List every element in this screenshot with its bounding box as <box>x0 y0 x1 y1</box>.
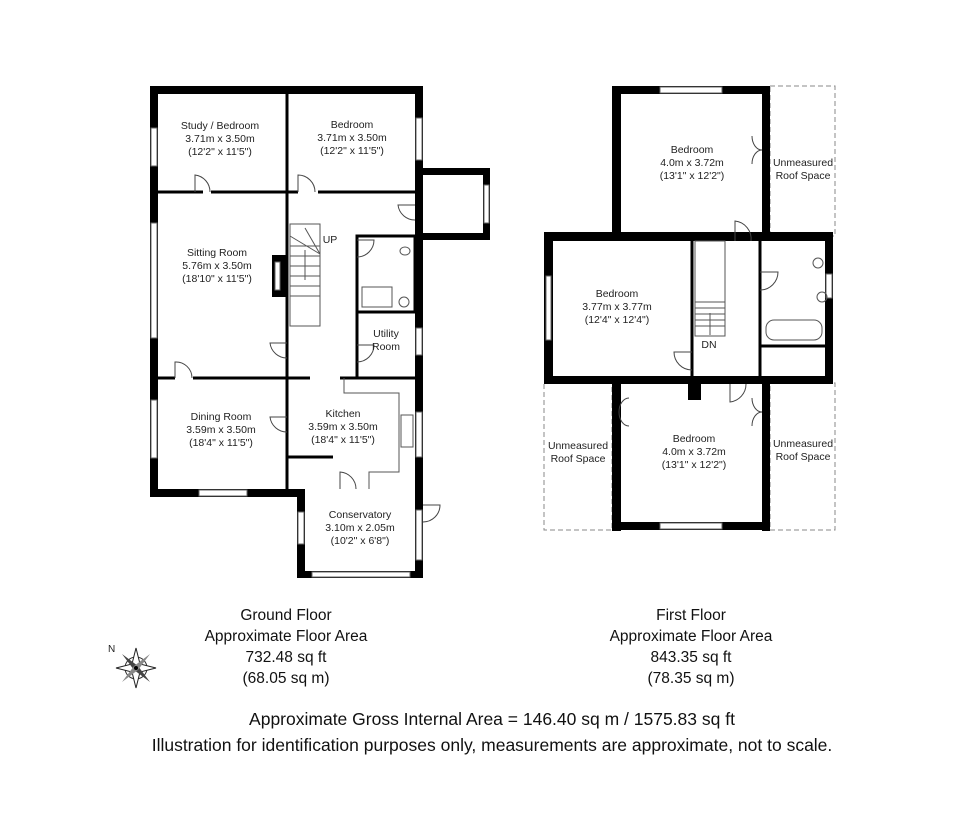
room-dining-room: Dining Room 3.59m x 3.50m (18'4" x 11'5"… <box>186 411 256 449</box>
disclaimer-text: Illustration for identification purposes… <box>152 735 833 755</box>
roof-space-label: Unmeasured <box>773 438 833 450</box>
floor-area-sqm: (68.05 sq m) <box>242 670 329 687</box>
roof-space-label: Roof Space <box>776 451 831 463</box>
room-dimensions-metric: 3.71m x 3.50m <box>317 132 387 144</box>
room-dimensions-metric: 3.59m x 3.50m <box>308 421 378 433</box>
room-conservatory: Conservatory 3.10m x 2.05m (10'2" x 6'8"… <box>325 509 395 547</box>
first-floor-summary: First Floor Approximate Floor Area 843.3… <box>610 607 773 687</box>
room-dimensions-metric: 3.59m x 3.50m <box>186 424 256 436</box>
roof-space-label: Unmeasured <box>548 440 608 452</box>
room-dimensions-metric: 4.0m x 3.72m <box>662 446 726 458</box>
room-study-bedroom: Study / Bedroom 3.71m x 3.50m (12'2" x 1… <box>181 120 259 158</box>
roof-space-label: Roof Space <box>551 453 606 465</box>
floor-title: Ground Floor <box>240 607 331 624</box>
room-name: Kitchen <box>325 408 360 420</box>
floor-area-sqft: 732.48 sq ft <box>245 649 327 666</box>
room-dimensions-imperial: (18'10" x 11'5") <box>182 273 252 285</box>
room-kitchen: Kitchen 3.59m x 3.50m (18'4" x 11'5") <box>308 408 378 446</box>
ground-floor-summary: Ground Floor Approximate Floor Area 732.… <box>205 607 368 687</box>
room-name: Study / Bedroom <box>181 120 259 132</box>
room-dimensions-imperial: (12'4" x 12'4") <box>585 314 650 326</box>
room-name: Sitting Room <box>187 247 247 259</box>
room-name: Conservatory <box>329 509 392 521</box>
room-dimensions-metric: 3.71m x 3.50m <box>185 133 255 145</box>
room-dimensions-imperial: (12'2" x 11'5") <box>188 146 252 158</box>
floor-subtitle: Approximate Floor Area <box>610 628 773 645</box>
room-name: Bedroom <box>331 119 374 131</box>
roof-space-label: Roof Space <box>776 170 831 182</box>
floor-subtitle: Approximate Floor Area <box>205 628 368 645</box>
ground-floor-plan: Study / Bedroom 3.71m x 3.50m (12'2" x 1… <box>150 86 490 578</box>
room-bedroom-first-bottom: Bedroom 4.0m x 3.72m (13'1" x 12'2") <box>662 433 727 471</box>
room-name: Bedroom <box>671 144 714 156</box>
first-floor-plan: Bedroom 4.0m x 3.72m (13'1" x 12'2") Bed… <box>543 85 836 531</box>
room-dimensions-metric: 3.77m x 3.77m <box>582 301 652 313</box>
stairs-down-label: DN <box>701 339 716 351</box>
floor-area-sqm: (78.35 sq m) <box>647 670 734 687</box>
compass-north-label: N <box>108 644 115 655</box>
floor-area-sqft: 843.35 sq ft <box>650 649 732 666</box>
room-dimensions-metric: 3.10m x 2.05m <box>325 522 395 534</box>
room-bedroom-first-middle: Bedroom 3.77m x 3.77m (12'4" x 12'4") <box>582 288 652 326</box>
utility-room-label: Room <box>372 341 400 353</box>
room-dimensions-imperial: (18'4" x 11'5") <box>311 434 375 446</box>
room-dimensions-imperial: (13'1" x 12'2") <box>660 170 725 182</box>
room-dimensions-imperial: (12'2" x 11'5") <box>320 145 384 157</box>
gross-area-text: Approximate Gross Internal Area = 146.40… <box>249 709 735 729</box>
room-dimensions-metric: 5.76m x 3.50m <box>182 260 252 272</box>
utility-room-label: Utility <box>373 328 399 340</box>
room-dimensions-metric: 4.0m x 3.72m <box>660 157 724 169</box>
compass-icon: N <box>108 644 157 689</box>
floor-title: First Floor <box>656 607 726 624</box>
room-bedroom-first-top: Bedroom 4.0m x 3.72m (13'1" x 12'2") <box>660 144 725 182</box>
room-dimensions-imperial: (10'2" x 6'8") <box>331 535 390 547</box>
room-name: Bedroom <box>673 433 716 445</box>
room-name: Dining Room <box>191 411 252 423</box>
room-sitting-room: Sitting Room 5.76m x 3.50m (18'10" x 11'… <box>182 247 252 285</box>
stairs-up-label: UP <box>323 234 338 246</box>
roof-space-label: Unmeasured <box>773 157 833 169</box>
room-dimensions-imperial: (18'4" x 11'5") <box>189 437 253 449</box>
room-dimensions-imperial: (13'1" x 12'2") <box>662 459 727 471</box>
room-name: Bedroom <box>596 288 639 300</box>
room-bedroom-ground: Bedroom 3.71m x 3.50m (12'2" x 11'5") <box>317 119 387 157</box>
